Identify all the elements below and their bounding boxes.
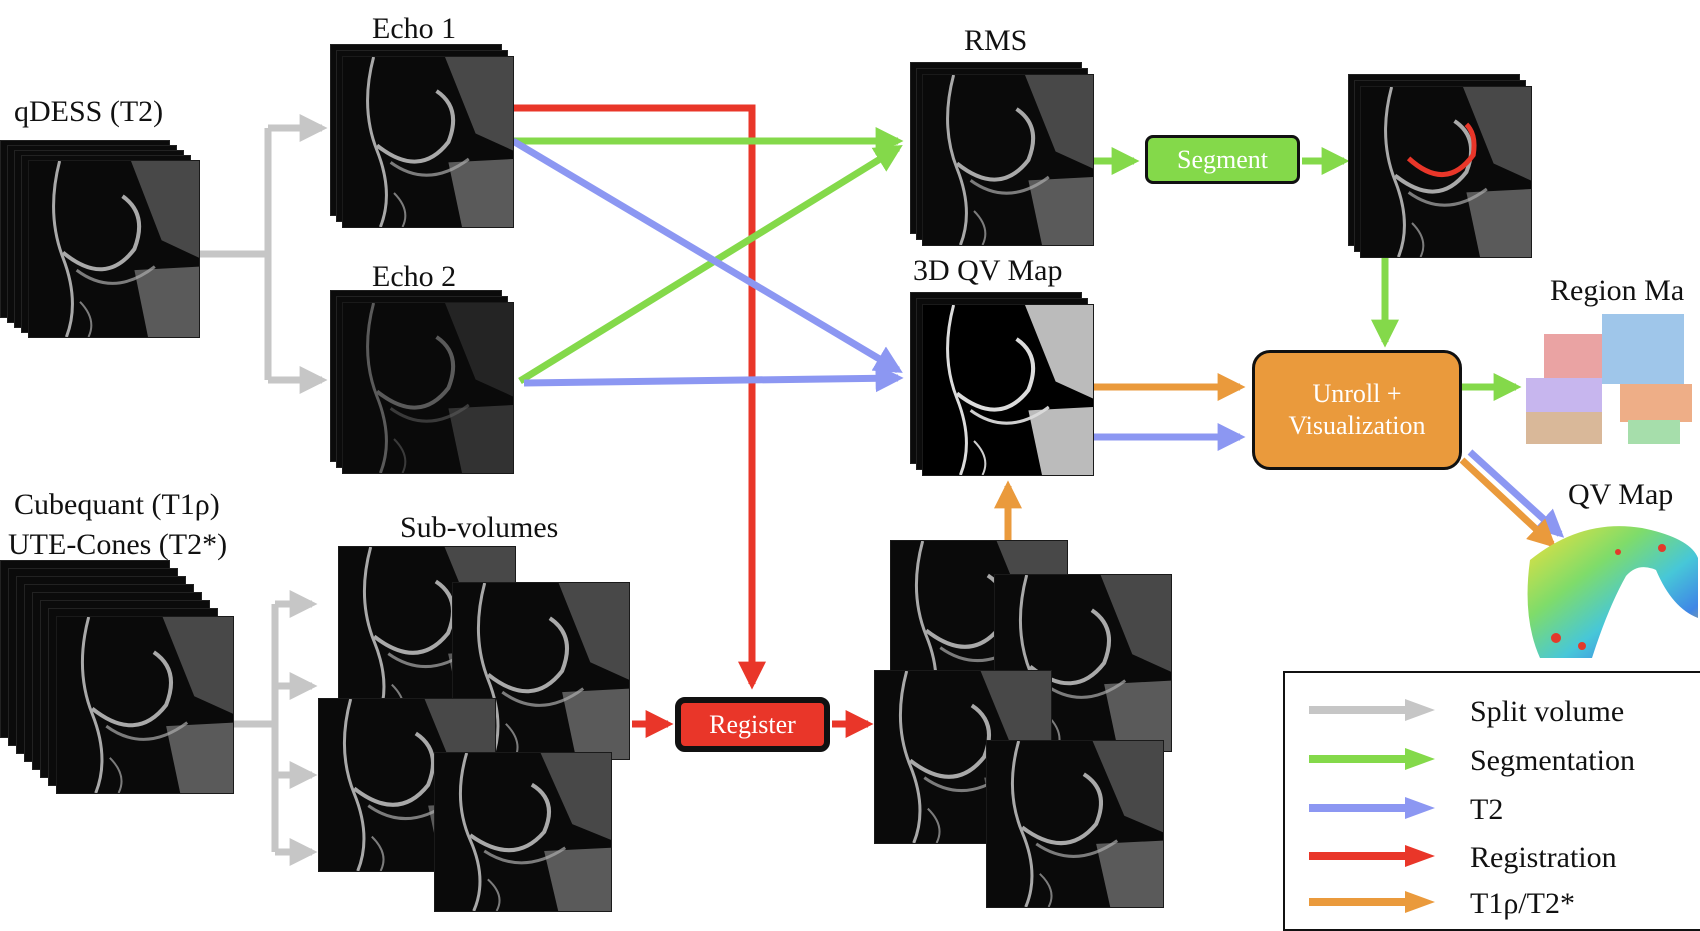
legend-label: Segmentation bbox=[1470, 744, 1635, 777]
label-qv-map: QV Map bbox=[1568, 478, 1674, 511]
subvolume-tile bbox=[452, 582, 630, 760]
registered-tile bbox=[994, 574, 1172, 752]
segment-node: Segment bbox=[1145, 135, 1300, 184]
region-map-image bbox=[1526, 314, 1692, 444]
cartilage-segmentation-overlay bbox=[1406, 122, 1477, 178]
legend-arrow-icon bbox=[1309, 845, 1435, 867]
arrow-layer bbox=[198, 104, 1565, 866]
mri-texture bbox=[946, 305, 1093, 475]
mri-texture bbox=[366, 57, 513, 227]
label-rms: RMS bbox=[964, 24, 1028, 57]
unroll-node-line2: Visualization bbox=[1288, 411, 1426, 440]
legend-item-registration: Registration bbox=[1307, 837, 1700, 877]
knee-mri-slice bbox=[56, 616, 234, 794]
knee-mri-slice-dim bbox=[342, 302, 514, 474]
register-node-label: Register bbox=[709, 709, 796, 739]
mri-texture bbox=[476, 583, 629, 759]
unroll-visualization-node: Unroll + Visualization bbox=[1252, 350, 1462, 470]
unroll-node-line1: Unroll + bbox=[1312, 378, 1402, 408]
legend-arrow-icon bbox=[1309, 891, 1435, 913]
legend-item-t1rho-t2star: T1ρ/T2* bbox=[1307, 883, 1700, 923]
legend-item-t2: T2 bbox=[1307, 789, 1700, 829]
legend-item-segmentation: Segmentation bbox=[1307, 740, 1700, 780]
legend-item-split-volume: Split volume bbox=[1307, 691, 1700, 731]
mri-texture bbox=[946, 75, 1093, 245]
echo1-volume-stack bbox=[330, 44, 515, 230]
label-echo1: Echo 1 bbox=[372, 12, 457, 45]
register-node: Register bbox=[675, 697, 830, 752]
segmentation-result-stack bbox=[1348, 74, 1534, 260]
legend: Split volume Segmentation T2 Registratio… bbox=[1283, 671, 1700, 931]
qvmap3d-volume-stack bbox=[910, 292, 1095, 476]
label-3d-qv-map: 3D QV Map bbox=[913, 254, 1063, 287]
mri-texture bbox=[52, 161, 199, 337]
legend-arrow-icon bbox=[1309, 748, 1435, 770]
legend-label: Registration bbox=[1470, 841, 1617, 874]
legend-label: T2 bbox=[1470, 793, 1504, 826]
registered-subvolume-tiles bbox=[874, 540, 1184, 908]
subvolume-tiles bbox=[318, 546, 638, 912]
cubequant-volume-stack bbox=[0, 560, 236, 820]
mri-texture bbox=[458, 753, 611, 911]
legend-label: Split volume bbox=[1470, 695, 1625, 728]
label-ute-cones: UTE-Cones (T2*) bbox=[8, 528, 228, 561]
split-arrows-cubequant bbox=[232, 590, 318, 866]
segmentation-arrows bbox=[513, 127, 1522, 401]
quant-arrows bbox=[994, 373, 1557, 548]
label-sub-volumes: Sub-volumes bbox=[400, 511, 559, 544]
mri-texture bbox=[366, 303, 513, 473]
mri-texture bbox=[1010, 741, 1163, 907]
legend-arrow-icon bbox=[1309, 699, 1435, 721]
label-region-map: Region Ma bbox=[1550, 274, 1685, 307]
split-arrows-qdess bbox=[198, 114, 328, 394]
rms-volume-stack bbox=[910, 62, 1095, 248]
knee-mri-slice bbox=[28, 160, 200, 338]
qv-map-image bbox=[1527, 526, 1698, 658]
segment-node-label: Segment bbox=[1177, 144, 1268, 174]
mri-texture bbox=[1384, 87, 1531, 257]
segmented-knee-slice bbox=[1360, 86, 1532, 258]
pipeline-diagram: Segment Register Unroll + Visualization … bbox=[0, 12, 1700, 931]
mri-texture bbox=[80, 617, 233, 793]
legend-arrow-icon bbox=[1309, 797, 1435, 819]
knee-mri-slice bbox=[342, 56, 514, 228]
label-echo2: Echo 2 bbox=[372, 260, 457, 293]
echo2-volume-stack bbox=[330, 290, 515, 476]
subvolume-tile bbox=[434, 752, 612, 912]
registered-tile bbox=[986, 740, 1164, 908]
label-qdess: qDESS (T2) bbox=[14, 95, 164, 128]
qdess-volume-stack bbox=[0, 140, 202, 340]
knee-mri-slice-masked bbox=[922, 304, 1094, 476]
registration-arrows bbox=[513, 104, 874, 738]
knee-mri-slice bbox=[922, 74, 1094, 246]
label-cubequant: Cubequant (T1ρ) bbox=[14, 488, 220, 521]
legend-label: T1ρ/T2* bbox=[1470, 887, 1575, 920]
